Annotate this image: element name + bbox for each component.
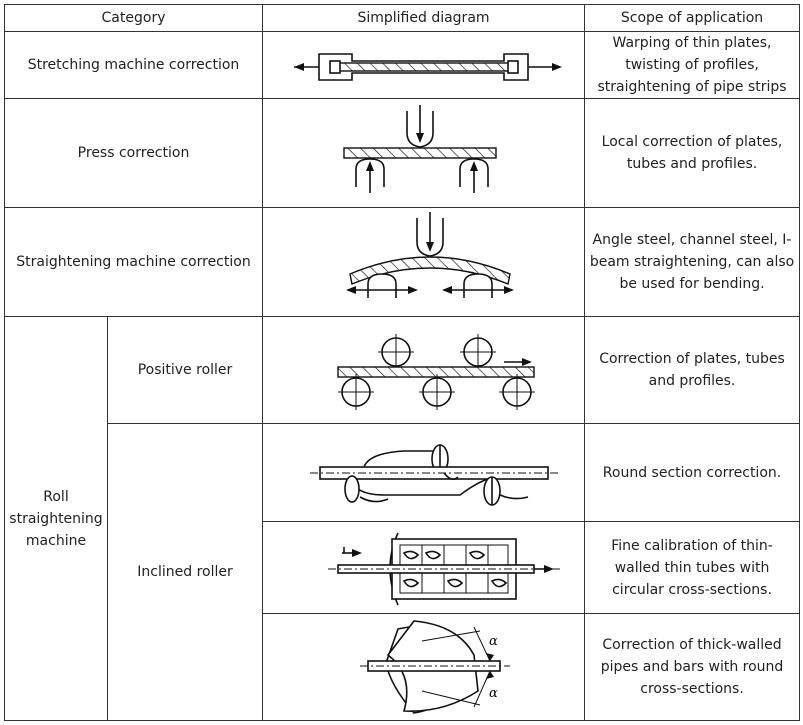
diagram-cell [262, 423, 586, 522]
alpha-label-bottom: α [489, 686, 498, 701]
diagram-cell: α α [262, 613, 586, 721]
scope-cell: Warping of thin plates, twisting of prof… [584, 31, 801, 99]
diagram-cell [262, 316, 586, 424]
inclined-roller-diagram-2-icon [327, 532, 560, 605]
table-row: Roll straightening machine Positive roll… [4, 316, 801, 721]
subcategory-cell: Positive roller [106, 316, 264, 424]
scope-cell: Angle steel, channel steel, I-beam strai… [584, 207, 801, 317]
table-row: Stretching machine correction Warping of… [3, 31, 801, 99]
diagram-cell [262, 207, 586, 317]
table-row: Straightening machine correction Angle s… [3, 207, 801, 317]
diagram-cell [262, 521, 586, 614]
diagram-cell [262, 98, 586, 208]
table-row: α α Correction of thick-walled pipes and… [5, 613, 801, 721]
scope-cell: Correction of thick-walled pipes and bar… [584, 613, 801, 721]
table-row: Inclined roller Round section correction… [5, 423, 801, 721]
inclined-roller-diagram-1-icon [309, 443, 560, 506]
scope-cell: Round section correction. [584, 423, 801, 522]
straightening-diagram-icon [345, 212, 514, 298]
category-cell: Roll straightening machine [4, 316, 108, 721]
category-cell: Stretching machine correction [3, 31, 264, 99]
alpha-label-top: α [489, 634, 498, 649]
category-cell: Press correction [3, 98, 264, 208]
scope-cell: Fine calibration of thin-walled thin tub… [584, 521, 801, 614]
stretching-diagram-icon [293, 53, 562, 81]
header-row: Category Simplified diagram Scope of app… [3, 4, 801, 32]
category-cell: Straightening machine correction [3, 207, 264, 317]
subcategory-cell: Inclined roller [106, 423, 264, 721]
header-category: Category [3, 4, 264, 32]
scope-cell: Local correction of plates, tubes and pr… [584, 98, 801, 208]
header-diagram: Simplified diagram [262, 4, 586, 32]
scope-cell: Correction of plates, tubes and profiles… [584, 316, 801, 424]
table-row: Press correction Local correction of pla… [3, 98, 801, 208]
inclined-roller-diagram-3-icon: α α [359, 620, 510, 714]
correction-methods-table: Category Simplified diagram Scope of app… [3, 4, 801, 721]
press-diagram-icon [342, 105, 497, 193]
diagram-cell [262, 31, 586, 99]
header-scope: Scope of application [584, 4, 801, 32]
positive-roller-diagram-icon [336, 334, 535, 410]
